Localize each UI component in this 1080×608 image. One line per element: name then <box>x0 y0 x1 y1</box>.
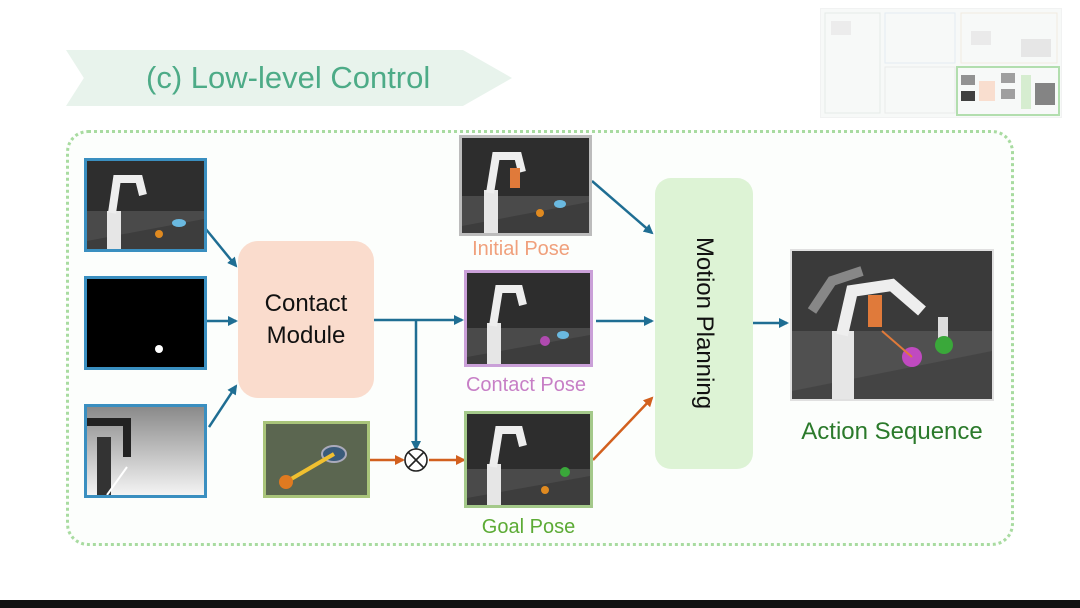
trajectory-image <box>263 421 370 498</box>
initial-pose-image <box>459 135 592 236</box>
goal-pose-image <box>464 411 593 508</box>
overview-thumbnail <box>820 8 1062 118</box>
multiply-junction-icon <box>404 448 428 472</box>
rgb-input-image <box>84 158 207 252</box>
contact-mask-image <box>84 276 207 370</box>
motion-planning-label: Motion Planning <box>691 236 718 410</box>
contact-module-line2: Module <box>266 321 346 349</box>
bottom-bar <box>0 600 1080 608</box>
contact-module-line1: Contact <box>264 289 348 317</box>
section-title: (c) Low-level Control <box>146 60 431 95</box>
initial-pose-label: Initial Pose <box>472 238 570 260</box>
title-banner <box>66 50 512 106</box>
action-sequence-label: Action Sequence <box>801 418 983 445</box>
motion-planning-box <box>655 178 753 469</box>
contact-pose-image <box>464 270 593 367</box>
depth-input-image <box>84 404 207 498</box>
contact-pose-label: Contact Pose <box>465 374 587 396</box>
contact-module-box: Contact Module <box>238 241 374 398</box>
goal-pose-label: Goal Pose <box>481 516 576 538</box>
action-sequence-image <box>790 249 994 401</box>
